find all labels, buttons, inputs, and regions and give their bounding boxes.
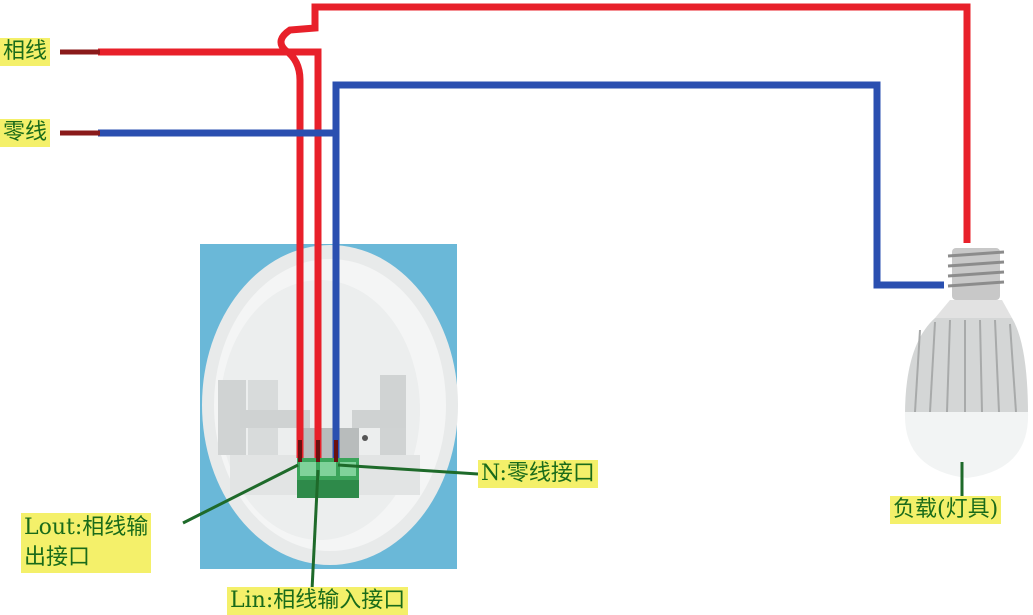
phase-wires <box>98 3 971 458</box>
lout-port-label: Lout:相线输 出接口 <box>21 513 152 573</box>
n-port-label: N:零线接口 <box>478 460 598 488</box>
lin-port-label: Lin:相线输入接口 <box>227 587 409 615</box>
sensor-body <box>202 245 458 565</box>
neutral-output-wire <box>332 81 944 458</box>
light-bulb <box>904 248 1029 478</box>
load-label: 负载(灯具) <box>890 496 1002 524</box>
lout-port-leader <box>182 463 299 525</box>
neutral-wires <box>98 81 944 458</box>
terminal-block <box>297 428 359 498</box>
phase-wire-label: 相线 <box>0 38 51 66</box>
phase-output-wire <box>277 3 971 458</box>
wire-ends <box>298 440 338 462</box>
lin-port-leader <box>310 469 320 591</box>
neutral-wire-label: 零线 <box>0 119 51 147</box>
phase-input-wire <box>98 48 322 458</box>
leader-lines <box>182 462 964 591</box>
n-port-leader <box>337 463 479 476</box>
